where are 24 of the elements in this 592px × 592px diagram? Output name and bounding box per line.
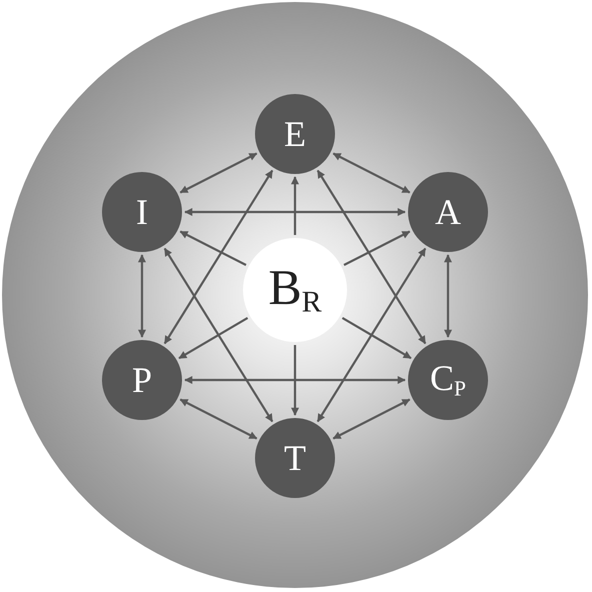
arrow [138,254,146,338]
node-label: I [136,194,148,230]
arrow [184,208,406,216]
arrow [180,230,246,266]
node-label: C$_{P}$ [430,360,466,400]
arrow [178,316,248,360]
arrow [332,152,410,194]
node-label: B$_{R}$ [268,262,322,318]
arrow [180,398,258,440]
arrow [290,176,299,235]
arrow [164,170,274,344]
arrow [184,376,406,384]
node-label: A [435,194,461,230]
arrow [316,248,426,422]
arrow [291,345,300,416]
arrow [344,230,410,266]
arrow [444,254,452,338]
arrow [180,152,258,194]
node-label: E [284,116,306,152]
arrow [316,170,426,344]
node-label: T [284,440,306,476]
arrow [342,316,412,360]
arrow [332,398,410,440]
node-label: P [132,362,152,398]
